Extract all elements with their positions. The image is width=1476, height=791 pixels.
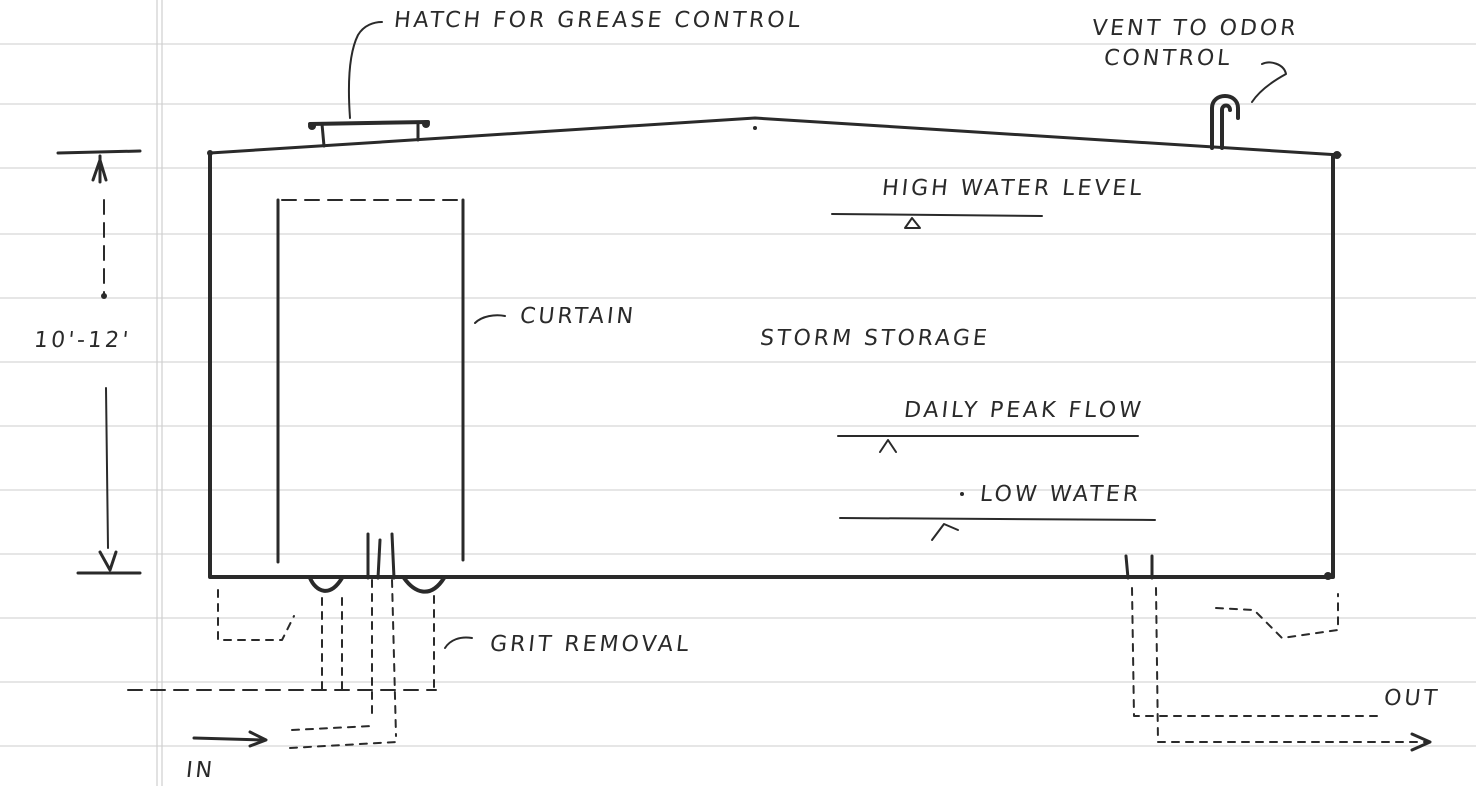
storage-tank bbox=[207, 116, 1342, 580]
curtain-label: CURTAIN bbox=[518, 304, 638, 329]
daily-peak-flow-line bbox=[837, 435, 1139, 453]
height-dimension bbox=[56, 149, 142, 575]
height-label: 10'-12' bbox=[32, 328, 133, 353]
grease-hatch bbox=[308, 21, 430, 148]
outlet-piping bbox=[1124, 554, 1432, 752]
vent-label-line1: VENT TO ODOR bbox=[1090, 16, 1300, 41]
vent-label-line2: CONTROL bbox=[1102, 46, 1234, 71]
daily-peak-label: DAILY PEAK FLOW bbox=[902, 398, 1146, 423]
grit-removal-label: GRIT REMOVAL bbox=[488, 632, 693, 657]
inlet-arrow bbox=[192, 730, 268, 748]
grit-removal-hoppers bbox=[127, 532, 473, 749]
high-water-label: HIGH WATER LEVEL bbox=[880, 176, 1146, 201]
odor-vent bbox=[1210, 61, 1287, 150]
hatch-label: HATCH FOR GREASE CONTROL bbox=[392, 8, 805, 33]
curtain-baffle bbox=[276, 198, 506, 564]
low-water-line bbox=[839, 492, 1156, 541]
low-water-label: LOW WATER bbox=[978, 482, 1143, 507]
high-water-level-line bbox=[831, 213, 1043, 229]
outlet-label: OUT bbox=[1382, 686, 1442, 711]
storm-storage-label: STORM STORAGE bbox=[758, 326, 992, 351]
inlet-label: IN bbox=[184, 758, 217, 783]
